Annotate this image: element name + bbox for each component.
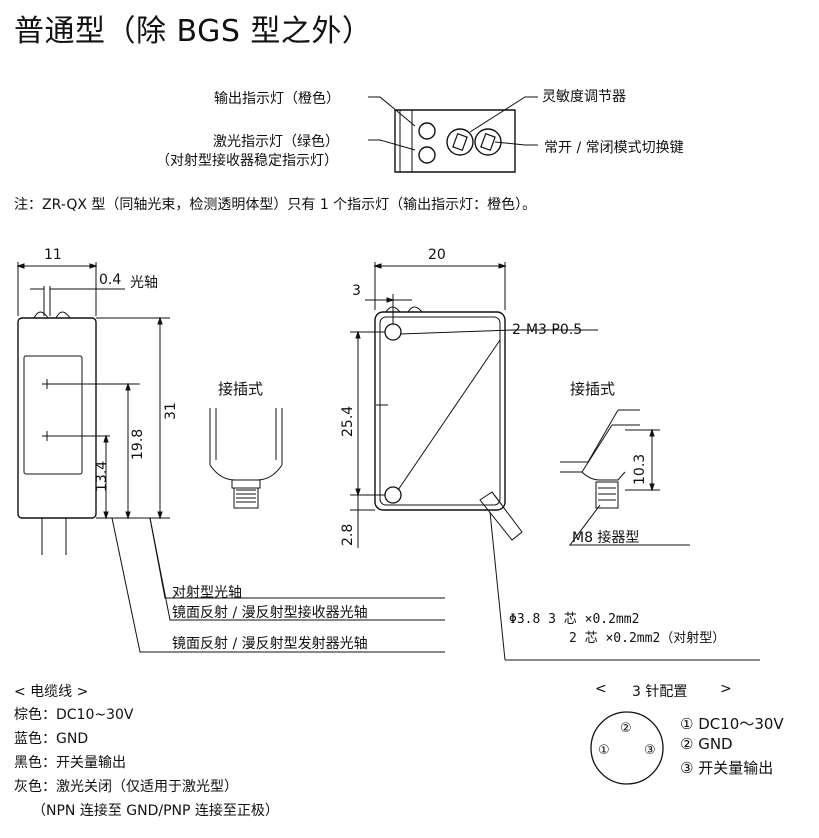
- sensitivity-knob: [447, 129, 473, 155]
- cable-gray-note: （NPN 连接至 GND/PNP 连接至正极）: [32, 803, 279, 819]
- dim-width-20: 20: [428, 247, 446, 263]
- mount-hole-top: [385, 324, 401, 340]
- pin-face: [591, 712, 663, 784]
- indicator-panel: [368, 97, 538, 172]
- axis-note-1: 对射型光轴: [172, 585, 242, 601]
- cable-blue: 蓝色：GND: [14, 731, 89, 747]
- sensitivity-adjuster-label: 灵敏度调节器: [542, 89, 626, 105]
- pin-3-mark: ③: [644, 743, 656, 758]
- cable-brown: 棕色：DC10~30V: [14, 707, 134, 723]
- connector-right: [560, 410, 690, 545]
- pin-2-mark: ②: [620, 721, 632, 736]
- cable-spec-1: Φ3.8 3 芯 ×0.2mm2: [509, 612, 640, 627]
- side-view: [18, 262, 445, 652]
- laser-indicator-led: [419, 147, 435, 163]
- connector-label-right: 接插式: [570, 380, 616, 398]
- dim-hole-3: 3: [352, 283, 361, 299]
- mode-switch-label: 常开 / 常闭模式切换键: [544, 140, 684, 156]
- connector-label-left: 接插式: [218, 380, 264, 398]
- note-text: 注：ZR-QX 型（同轴光束，检测透明体型）只有 1 个指示灯（输出指示灯：橙色…: [14, 197, 537, 213]
- laser-indicator-label: 激光指示灯（绿色）: [213, 134, 339, 150]
- stability-indicator-label: （对射型接收器稳定指示灯）: [156, 153, 338, 169]
- pin-item-1: ① DC10～30V: [680, 715, 784, 733]
- dim-axis-04: 0.4: [99, 272, 122, 288]
- front-view: [350, 262, 760, 660]
- pin-item-2: ② GND: [680, 735, 733, 753]
- pin-item-3: ③ 开关量输出: [680, 759, 774, 777]
- output-indicator-label: 输出指示灯（橙色）: [214, 91, 340, 107]
- page-title: 普通型（除 BGS 型之外）: [14, 14, 373, 49]
- mode-switch-knob: [475, 129, 501, 155]
- pins-header: 3 针配置: [632, 684, 688, 700]
- cable-black: 黑色：开关量输出: [14, 755, 126, 771]
- axis-note-2: 镜面反射 / 漫反射型接收器光轴: [172, 605, 368, 621]
- pins-header-left: <: [595, 681, 607, 697]
- output-indicator-led: [419, 123, 435, 139]
- cable-header: < 电缆线 >: [14, 684, 89, 700]
- cable-spec-2: 2 芯 ×0.2mm2（对射型）: [569, 631, 726, 646]
- connector-type-label: M8 接器型: [572, 530, 640, 546]
- dim-width-11: 11: [44, 247, 62, 263]
- pin-1-mark: ①: [598, 743, 610, 758]
- axis-note-3: 镜面反射 / 漫反射型发射器光轴: [172, 636, 368, 652]
- pins-header-right: >: [720, 681, 732, 697]
- cable-gray: 灰色：激光关闭（仅适用于激光型）: [14, 779, 238, 795]
- connector-left: [210, 408, 282, 508]
- axis-label: 光轴: [130, 275, 158, 291]
